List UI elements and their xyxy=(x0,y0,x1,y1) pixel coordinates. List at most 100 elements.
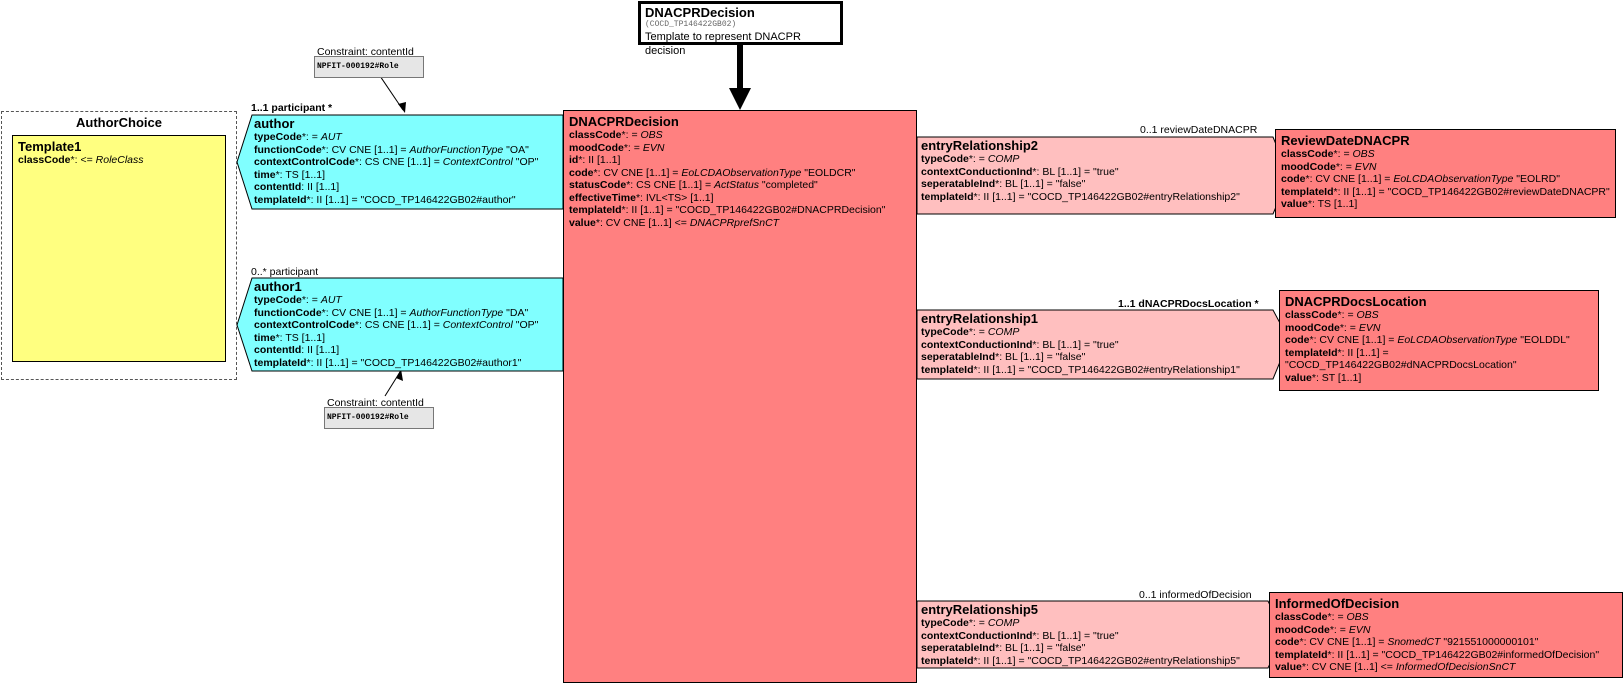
er2-attribute-row: seperatableInd*: BL [1..1] = "false" xyxy=(921,178,1273,191)
docs-title: DNACPRDocsLocation xyxy=(1285,294,1427,309)
attribute-name: typeCode xyxy=(254,131,302,143)
attribute-rest: *: CV CNE [1..1] = xyxy=(1299,636,1388,648)
attribute-name: classCode xyxy=(569,129,622,141)
er1-title: entryRelationship1 xyxy=(921,311,1039,326)
attribute-rest: *: BL [1..1] = "true" xyxy=(1032,165,1119,178)
attribute-rest: *: = xyxy=(1335,160,1355,173)
attribute-name: contextConductionInd xyxy=(921,629,1033,642)
attribute-rest: *: CV CNE [1..1] = xyxy=(321,306,410,319)
attribute-name: templateId xyxy=(921,363,974,376)
main-attribute-row: value*: CV CNE [1..1] <= DNACPRprefSnCT xyxy=(569,217,911,230)
attribute-italic: AuthorFunctionType xyxy=(409,143,504,156)
main-attribute-row: effectiveTime*: IVL<TS> [1..1] xyxy=(569,192,911,205)
attribute-name: seperatableInd xyxy=(921,178,996,190)
attribute-rest: *: TS [1..1] xyxy=(1307,198,1358,210)
header-arrow-head xyxy=(729,88,751,110)
header-subtitle: (COCD_TP146422GB02) xyxy=(645,20,737,29)
main-attribute-row: templateId*: II [1..1] = "COCD_TP146422G… xyxy=(569,204,911,217)
author1-attribute-row: templateId*: II [1..1] = "COCD_TP146422G… xyxy=(254,357,560,370)
attribute-tail: "921551000000101" xyxy=(1440,636,1539,648)
attribute-italic: EoLCDAObservationType xyxy=(681,166,802,179)
attribute-italic: EVN xyxy=(642,141,665,154)
header-description: Template to represent DNACPR decision xyxy=(645,31,801,57)
attribute-name: contextControlCode xyxy=(254,156,355,168)
attribute-italic: COMP xyxy=(987,617,1020,629)
attribute-name: moodCode xyxy=(1285,321,1340,334)
attribute-name: effectiveTime xyxy=(569,191,636,204)
attribute-italic: ContextControl xyxy=(442,156,513,168)
attribute-rest: *: CV CNE [1..1] = xyxy=(1305,173,1394,185)
attribute-name: functionCode xyxy=(254,306,322,319)
attribute-rest: *: II [1..1] = "COCD_TP146422GB02#author… xyxy=(306,193,516,206)
attribute-name: typeCode xyxy=(921,326,969,338)
attribute-name: value xyxy=(569,216,596,229)
author-shape xyxy=(236,114,564,210)
author-attribute-row: templateId*: II [1..1] = "COCD_TP146422G… xyxy=(254,194,560,207)
er1-attribute-row: seperatableInd*: BL [1..1] = "false" xyxy=(921,351,1273,364)
attribute-name: code xyxy=(1281,173,1306,185)
author-attribute-row: functionCode*: CV CNE [1..1] = AuthorFun… xyxy=(254,144,560,157)
main-title: DNACPRDecision xyxy=(569,114,679,129)
constraint-arrow-2-head xyxy=(396,369,403,381)
attribute-name: contextConductionInd xyxy=(921,165,1033,178)
attribute-name: classCode xyxy=(1281,148,1334,160)
author1-attribute-row: typeCode*: = AUT xyxy=(254,294,560,307)
attribute-italic: COMP xyxy=(987,326,1020,338)
constraint-arrow-1-head xyxy=(398,102,406,113)
attribute-rest: *: CS CNE [1..1] = xyxy=(354,319,443,331)
docs-attribute-row: moodCode*: = EVN xyxy=(1285,322,1593,335)
attribute-name: moodCode xyxy=(569,141,624,154)
attribute-rest: *: II [1..1] = "COCD_TP146422GB02#entryR… xyxy=(973,363,1240,376)
attribute-italic: OBS xyxy=(1346,611,1369,623)
attribute-name: templateId xyxy=(1275,648,1328,661)
review-relation-label: 0..1 reviewDateDNACPR xyxy=(1140,124,1258,136)
attribute-name: contentId xyxy=(254,344,302,356)
attribute-rest: *: = xyxy=(621,129,641,141)
author1-attribute-row: time*: TS [1..1] xyxy=(254,332,560,345)
attribute-rest: : II [1..1] xyxy=(301,344,340,356)
informed-relation-label: 0..1 informedOfDecision xyxy=(1139,589,1252,601)
attribute-italic: ActStatus xyxy=(714,179,759,191)
author-relation-label: 1..1 participant * xyxy=(251,102,333,114)
attribute-rest: *: = xyxy=(301,294,321,306)
attribute-rest: *: CV CNE [1..1] <= xyxy=(595,216,690,229)
author-attribute-row: time*: TS [1..1] xyxy=(254,169,560,182)
attribute-rest: *: = xyxy=(968,153,988,165)
main-attribute-row: statusCode*: CS CNE [1..1] = ActStatus "… xyxy=(569,179,911,192)
er1-attribute-row: templateId*: II [1..1] = "COCD_TP146422G… xyxy=(921,364,1273,377)
attribute-name: code xyxy=(569,166,594,179)
informed-title: InformedOfDecision xyxy=(1275,596,1400,611)
attribute-italic: OBS xyxy=(640,129,663,141)
attribute-rest: *: CV CNE [1..1] = xyxy=(593,166,682,179)
attribute-tail: "EOLDDL" xyxy=(1517,334,1570,346)
docs-attribute-row: code*: CV CNE [1..1] = EoLCDAObservation… xyxy=(1285,334,1593,347)
informed-attribute-row: templateId*: II [1..1] = "COCD_TP146422G… xyxy=(1275,649,1617,662)
attribute-name: code xyxy=(1275,636,1300,648)
informed-attribute-row: value*: CV CNE [1..1] <= InformedOfDecis… xyxy=(1275,661,1617,674)
author-choice-container: AuthorChoice xyxy=(1,111,237,380)
attribute-name: contextControlCode xyxy=(254,319,355,331)
attribute-rest: *: CV CNE [1..1] = xyxy=(1309,334,1398,346)
author1-attribute-row: functionCode*: CV CNE [1..1] = AuthorFun… xyxy=(254,307,560,320)
attribute-name: templateId xyxy=(569,204,622,216)
header-title: DNACPRDecision xyxy=(645,5,755,20)
attribute-rest: *: ST [1..1] xyxy=(1311,371,1362,384)
template1-box: Template1 classCode*: <= RoleClass xyxy=(12,135,226,362)
attribute-rest: *: CV CNE [1..1] <= xyxy=(1301,661,1396,673)
attribute-rest: *: BL [1..1] = "false" xyxy=(995,642,1086,654)
attribute-name: templateId xyxy=(1281,185,1334,198)
docs-attribute-row: "COCD_TP146422GB02#dNACPRDocsLocation" xyxy=(1285,359,1593,372)
attribute-name: code xyxy=(1285,334,1310,346)
informed-attribute-row: moodCode*: = EVN xyxy=(1275,624,1617,637)
author1-relation-label: 0..* participant xyxy=(251,266,319,278)
attribute-rest: *: II [1..1] = "COCD_TP146422GB02#entryR… xyxy=(973,654,1240,667)
